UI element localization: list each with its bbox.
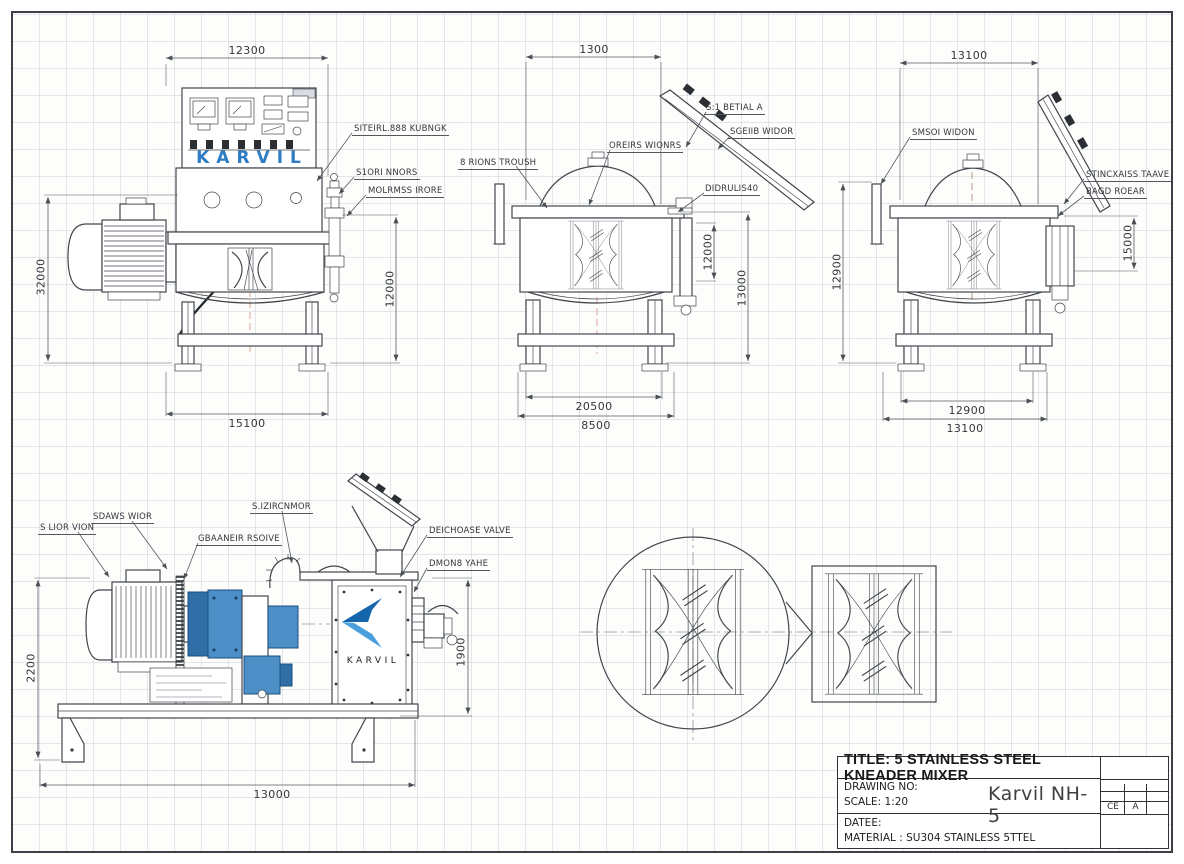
dim-openrear-width-inner: 12900 [948, 404, 986, 417]
callout-bearing: BAGD ROEAR [1084, 187, 1148, 199]
title-block-material-row: DATEE: MATERIAL : SU304 STAINLESS 5TTEL [838, 814, 1101, 848]
dim-openfront-width-outer: 8500 [581, 419, 611, 432]
dim-openfront-height-inner: 12000 [701, 233, 715, 271]
model-name: Karvil NH-5 [988, 783, 1088, 827]
blade-detail-views [580, 528, 952, 740]
dim-openfront-height-outer: 13000 [735, 269, 749, 307]
callout-discharge-valve: DEICHOASE VALVE [427, 526, 513, 538]
callout-shaft: SDAWS WIOR [91, 512, 155, 524]
karvil-logo-arrow [342, 598, 382, 648]
title-block-info-row: DRAWING NO: SCALE: 1:20 Karvil NH-5 [838, 779, 1101, 827]
stirring-knob-assembly [324, 173, 345, 303]
dim-front-height-left: 32000 [34, 258, 48, 296]
dim-side-height-left: 2200 [24, 653, 38, 683]
callout-control-panel: SITEIRL.888 KUBNGK [352, 124, 449, 136]
callout-guard: SMSOI WIDON [910, 128, 977, 140]
callout-cover: OREIRS WIONRS [607, 141, 684, 153]
dim-openrear-width-top: 13100 [950, 49, 988, 62]
ce-mark: CE [1107, 802, 1119, 812]
discharge-valve-assembly [411, 597, 459, 649]
callout-hinge: DIDRULIS40 [703, 184, 761, 196]
callout-drain-valve: DMON8 YAHE [427, 559, 491, 571]
callout-gearbox: GBAANEIR RSOIVE [196, 534, 282, 546]
drawing-title: TITLE: 5 STAINLESS STEEL KNEADER MIXER [844, 751, 1041, 784]
dim-side-width-bottom: 13000 [253, 788, 291, 801]
dim-openrear-height-right: 15000 [1121, 224, 1135, 262]
dim-openrear-width-outer: 13100 [946, 422, 984, 435]
dim-openfront-width-top: 1300 [579, 43, 609, 56]
date-label: DATEE: [844, 817, 882, 829]
body-bolts [334, 588, 410, 705]
cert-a-mark: A [1132, 802, 1139, 812]
callout-mounting-frame: MOLRMSS IRORE [366, 186, 445, 198]
dim-side-height-right: 1900 [454, 637, 468, 667]
scale-label: SCALE: 1:20 [844, 796, 909, 808]
title-block-cert-grid: CE A [1101, 757, 1168, 848]
dim-front-width-top: 12300 [228, 44, 266, 57]
karvil-panel-logo-text: KARVIL [196, 148, 308, 168]
dim-front-width-bottom: 15100 [228, 417, 266, 430]
callout-stirring-knob: S1ORI NNORS [354, 168, 420, 180]
title-block-title-row: TITLE: 5 STAINLESS STEEL KNEADER MIXER [838, 752, 1101, 784]
gearbox-blue-unit [187, 589, 243, 659]
title-block: TITLE: 5 STAINLESS STEEL KNEADER MIXER D… [837, 752, 1169, 849]
callout-trough: 8 RIONS TROUSH [458, 158, 539, 170]
dim-openrear-height-left: 12900 [830, 253, 844, 291]
dim-openfront-width-inner: 20500 [575, 400, 613, 413]
pump-blue-unit [243, 655, 293, 699]
dim-front-height-right: 12000 [383, 270, 397, 308]
panel-switch-row [188, 140, 310, 151]
side-view: KARVIL [34, 472, 472, 788]
callout-motor: S LIOR VION [38, 523, 97, 535]
callout-detail-ref: S:1 BETIAL A [704, 103, 765, 115]
front-view: KARVIL [44, 55, 400, 417]
drawing-no-label: DRAWING NO: [844, 781, 918, 793]
callout-valve: STINCXAISS TAAVE [1084, 170, 1172, 182]
open-lid-rear-view [838, 60, 1138, 422]
open-lid-front-view [493, 54, 815, 419]
callout-pipe: S.IZIRCNMOR [250, 502, 313, 514]
callout-lid: SGEIIB WIDOR [728, 127, 796, 139]
karvil-body-logo-text: KARVIL [347, 656, 400, 666]
material-label: MATERIAL : SU304 STAINLESS 5TTEL [844, 832, 1036, 844]
coupling-blue-unit [267, 605, 299, 649]
